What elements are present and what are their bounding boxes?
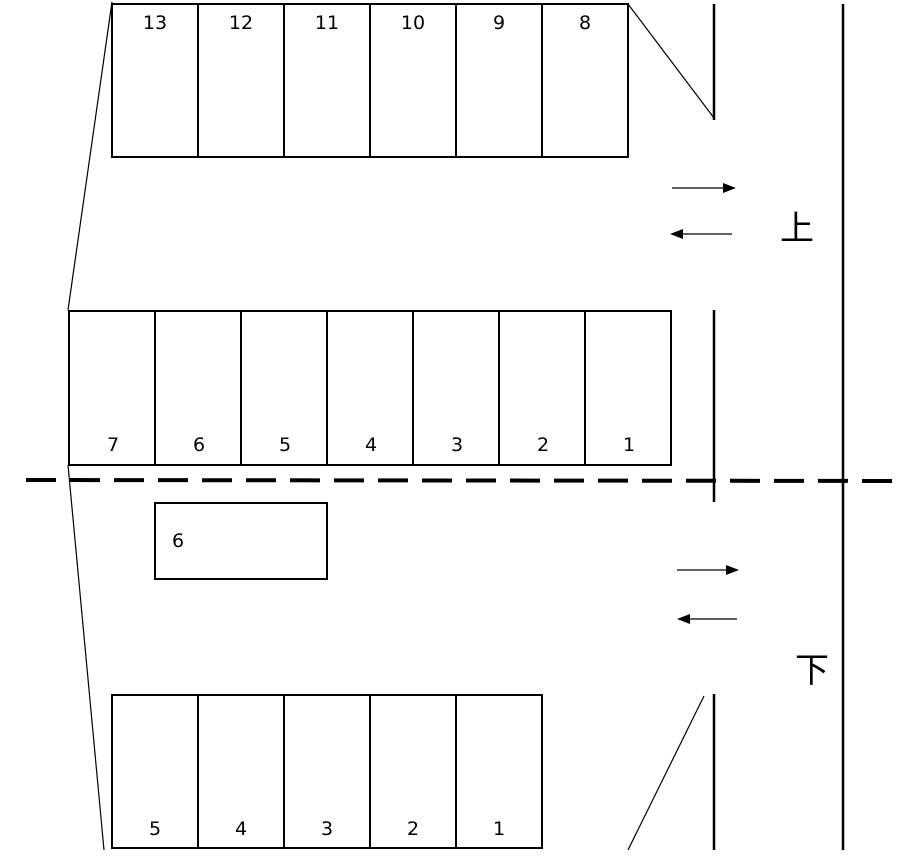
stall-number: 10 [401,12,425,34]
stall-number: 2 [537,434,549,456]
lower-in-arrow [677,565,739,575]
upper-out-arrow [670,229,732,239]
parking-stall-lower-6 [154,502,328,580]
stall-number: 3 [451,434,463,456]
stall-number: 4 [365,434,377,456]
stall-number: 2 [407,818,419,840]
stall-number: 1 [623,434,635,456]
stall-number: 8 [579,12,591,34]
parking-stall-8 [541,3,629,158]
upper-in-arrow [672,183,736,193]
upper-left-boundary [67,1,113,311]
stall-number: 5 [279,434,291,456]
lower-single-stall: 6 [154,502,328,580]
stall-number: 7 [107,434,119,456]
stall-number: 6 [172,530,184,552]
parking-stall-lower-1 [455,694,543,849]
lower-right-slant [627,695,705,851]
level-divider-dashed-line [25,478,907,483]
stall-number: 3 [321,818,333,840]
stall-number: 4 [235,818,247,840]
stall-number: 12 [229,12,253,34]
stall-number: 13 [143,12,167,34]
stall-number: 1 [493,818,505,840]
stall-number: 6 [193,434,205,456]
stall-number: 11 [315,12,339,34]
lower-left-boundary [67,464,105,851]
upper-section-label: 上 [780,209,814,249]
bottom-stall-row: 5 4 3 2 1 [111,694,543,849]
lower-out-arrow [677,614,737,624]
middle-stall-row: 7 6 5 4 3 2 1 [68,310,672,466]
stall-number: 9 [493,12,505,34]
upper-right-slant [627,3,715,119]
parking-stall-1 [584,310,672,466]
top-stall-row: 13 12 11 10 9 8 [111,3,629,158]
lower-section-label: 下 [795,651,829,691]
stall-number: 5 [149,818,161,840]
